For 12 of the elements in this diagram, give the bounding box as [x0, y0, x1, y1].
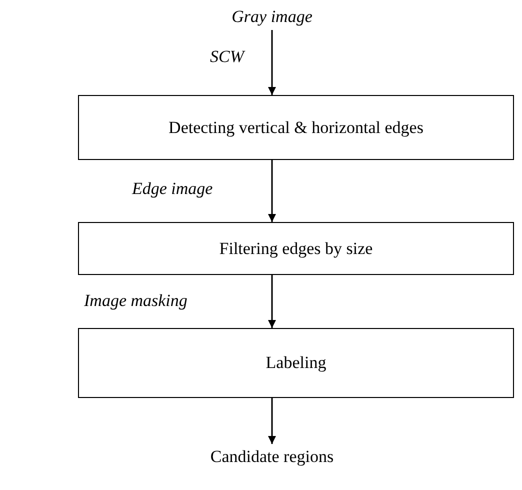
process-box — [78, 328, 514, 398]
flow-text: Candidate regions — [180, 444, 364, 470]
box-text: Filtering edges by size — [219, 238, 373, 260]
arrow — [268, 30, 276, 95]
arrow — [268, 398, 276, 444]
process-box — [78, 95, 514, 160]
box-text: Labeling — [266, 352, 326, 374]
arrow — [268, 275, 276, 328]
box-text: Detecting vertical & horizontal edges — [168, 116, 424, 139]
flow-text: Gray image — [200, 4, 344, 30]
process-box — [78, 222, 514, 275]
arrow — [268, 160, 276, 222]
